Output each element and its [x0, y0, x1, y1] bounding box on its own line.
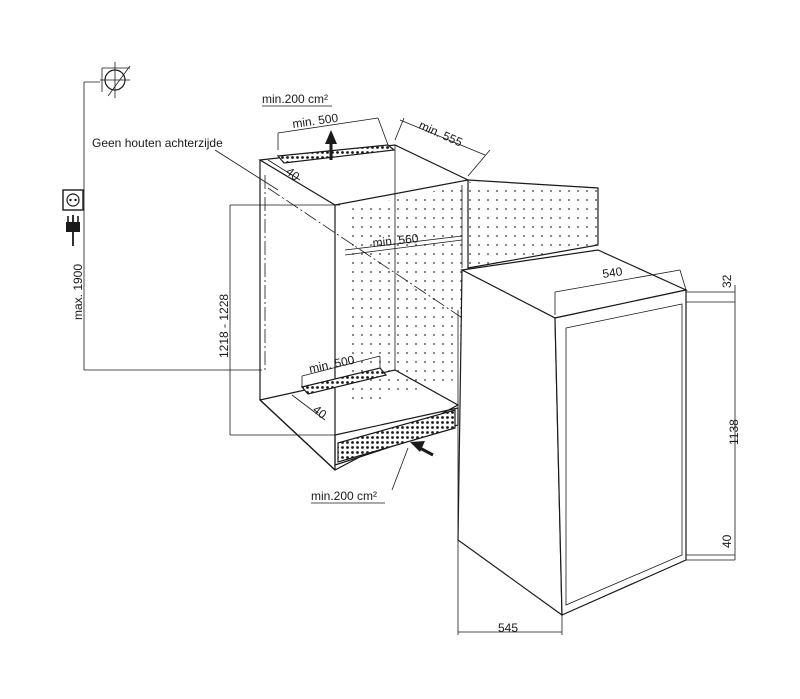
dimension-lines [83, 81, 736, 635]
power-socket-icon [62, 189, 84, 211]
label-niche-height: 1218 - 1228 [217, 294, 231, 358]
right-cabinet-top [467, 179, 599, 269]
niche-back-edge [394, 145, 463, 370]
top-vent-grille [276, 144, 396, 164]
label-appliance-width: 540 [601, 264, 623, 281]
niche-inner-shelf [344, 239, 463, 256]
label-bottom-gap: 40 [310, 402, 329, 421]
plinth-vent-grille [337, 409, 456, 463]
label-appliance-height: 1138 [727, 419, 741, 445]
label-vent-top-width: min. 500 [291, 111, 339, 131]
bottom-inner-vent-grille [300, 367, 388, 395]
appliance [457, 249, 688, 617]
niche-right-wall [468, 182, 598, 268]
power-plug-icon [66, 215, 80, 246]
airflow-in-arrow [410, 441, 434, 457]
ground-terminal-icon [100, 62, 131, 98]
label-niche-width: min. 560 [372, 231, 420, 250]
label-niche-depth: min. 555 [417, 118, 465, 150]
airflow-up-arrow [325, 130, 337, 160]
label-top-gap: 40 [283, 164, 302, 183]
label-vent-top-area: min.200 cm² [262, 92, 328, 106]
label-max-height: max. 1900 [71, 264, 85, 320]
label-vent-bottom-area: min.200 cm² [311, 489, 377, 503]
label-bottom-offset: 40 [720, 534, 734, 548]
niche-left-side [259, 160, 336, 471]
label-top-offset: 32 [720, 274, 734, 288]
appliance-door [565, 303, 683, 606]
appliance-front [554, 289, 687, 616]
label-no-wood-back: Geen houten achterzijde [92, 136, 223, 150]
appliance-side [457, 269, 563, 617]
niche-back-wall [345, 185, 462, 408]
label-appliance-depth: 545 [498, 621, 518, 635]
